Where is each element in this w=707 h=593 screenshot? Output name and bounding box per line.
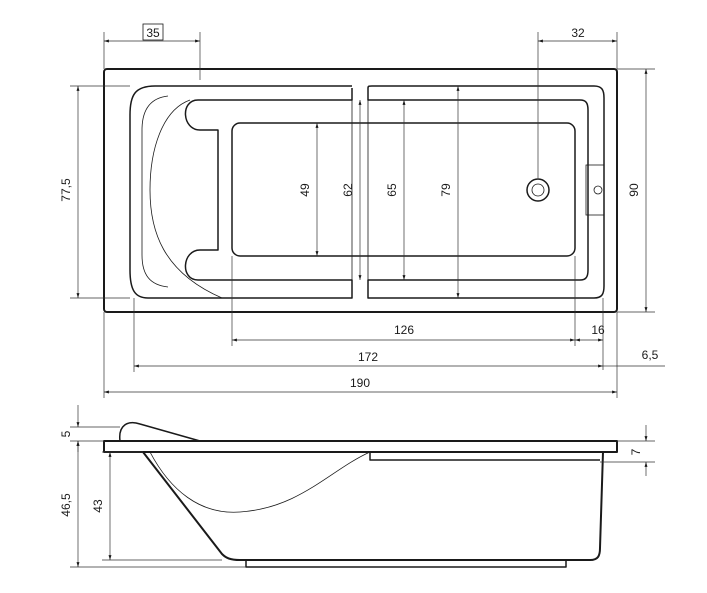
plan-dimensions: 35 32 77,5 90 49 62 65 79 126 (59, 23, 665, 398)
headrest-side (119, 421, 201, 442)
basin-floor (231, 122, 576, 257)
dim-77-5: 77,5 (59, 178, 73, 202)
dim-172: 172 (358, 350, 378, 364)
basin-profile-side (149, 451, 371, 513)
drain-inner-icon (531, 183, 545, 197)
backrest-inner-curve (141, 95, 169, 288)
side-view (103, 421, 618, 568)
overflow-recess (585, 164, 605, 216)
dim-5: 5 (59, 430, 73, 437)
backrest-shading (149, 99, 223, 299)
dim-7: 7 (629, 448, 643, 455)
dim-35: 35 (146, 26, 160, 40)
overflow-hole (593, 185, 603, 195)
side-dimensions: 5 7 46,5 43 (59, 405, 655, 568)
inner-step-side (369, 452, 600, 461)
dim-49: 49 (298, 183, 312, 197)
dim-190: 190 (350, 376, 370, 390)
dim-43: 43 (91, 499, 105, 513)
plan-view (103, 68, 618, 313)
dim-6-5: 6,5 (642, 348, 659, 362)
tub-base-side (245, 559, 567, 568)
tub-body-side (142, 451, 604, 561)
tub-rim-side (103, 440, 618, 453)
tub-outer-rim (103, 68, 618, 313)
dim-126: 126 (394, 323, 414, 337)
backrest-outline (129, 85, 353, 299)
dim-46-5: 46,5 (59, 493, 73, 517)
dim-16: 16 (591, 323, 605, 337)
dim-79: 79 (439, 183, 453, 197)
drain-outer-icon (526, 178, 550, 202)
dim-32: 32 (571, 26, 585, 40)
dim-62: 62 (341, 183, 355, 197)
dim-65: 65 (385, 183, 399, 197)
dim-90: 90 (627, 183, 641, 197)
basin-outer-outline (367, 85, 605, 299)
